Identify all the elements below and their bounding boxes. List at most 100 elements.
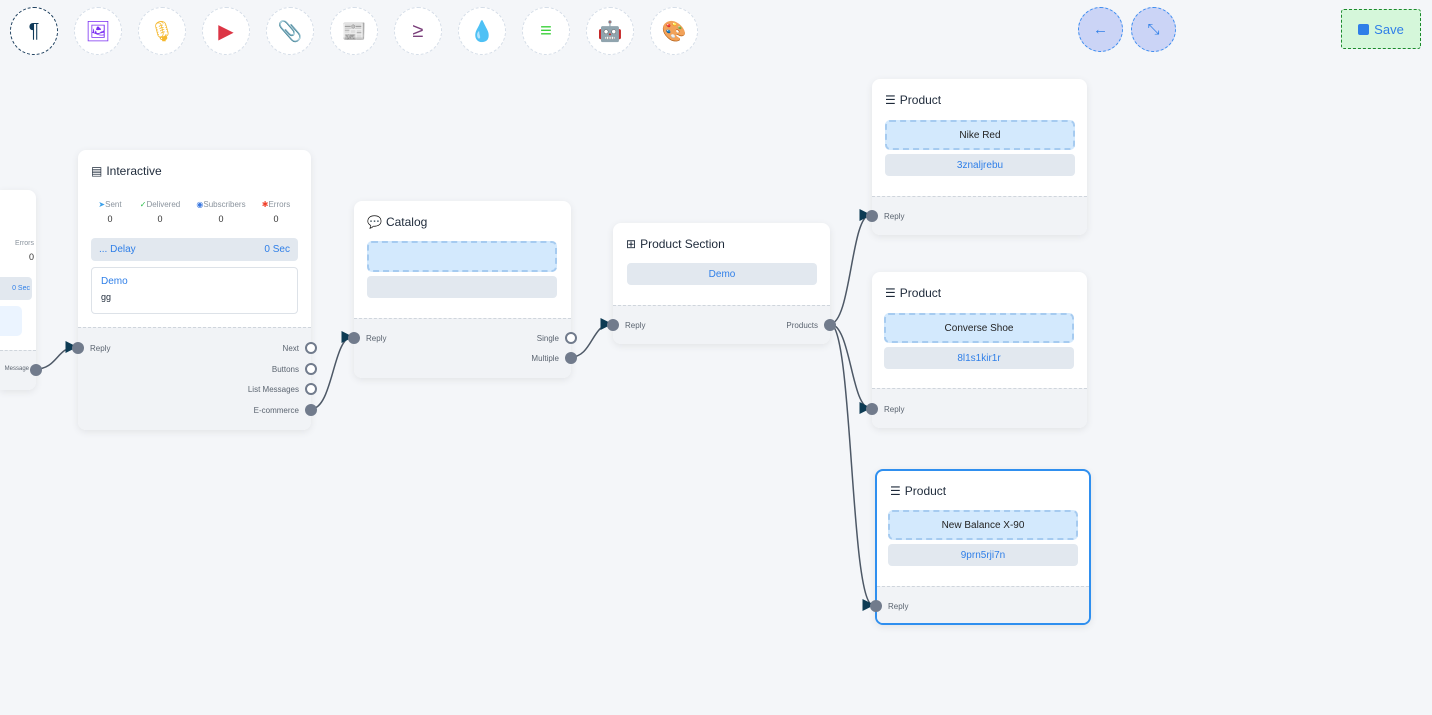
tool-button-paperclip[interactable]: 📎 <box>266 7 314 55</box>
node-title: ▤Interactive <box>91 164 162 178</box>
port-label: Multiple <box>531 354 559 363</box>
delay-bar[interactable]: 0 Sec <box>0 277 32 300</box>
message-box[interactable] <box>0 306 22 336</box>
edge-catalog-section <box>570 318 613 358</box>
port-label: List Messages <box>247 385 299 394</box>
tool-button-microphone[interactable]: 🎙 <box>138 7 186 55</box>
message-text: gg <box>101 292 112 302</box>
palette-icon: 🎨 <box>661 20 687 43</box>
tool-button-newspaper[interactable]: 📰 <box>330 7 378 55</box>
input-port[interactable] <box>607 319 619 331</box>
product-name[interactable]: Converse Shoe <box>884 313 1074 343</box>
arrow-left-icon: ← <box>1093 21 1108 38</box>
port-label: Reply <box>625 321 646 330</box>
collapse-button[interactable]: ⤡ <box>1131 7 1176 52</box>
message-box[interactable]: Demo gg <box>91 267 298 314</box>
input-port[interactable] <box>348 332 360 344</box>
node-footer: Reply <box>870 586 1089 623</box>
edge-section-product-3 <box>829 323 875 611</box>
tool-button-palette[interactable]: 🎨 <box>650 7 698 55</box>
output-port[interactable] <box>30 364 42 376</box>
node-footer: Reply <box>866 388 1087 428</box>
node-footer: Reply <box>866 196 1087 235</box>
node-product-selected[interactable]: ☰Product New Balance X-90 9prn5rji7n Rep… <box>870 469 1091 625</box>
bars-icon: ☰ <box>885 93 896 107</box>
droplet-icon: 💧 <box>469 20 495 43</box>
bars-icon: ☰ <box>885 286 896 300</box>
port-label: Message <box>4 366 29 372</box>
node-footer: Reply Products <box>607 305 836 344</box>
port-label: Reply <box>888 602 909 611</box>
output-port-buttons[interactable] <box>305 363 317 375</box>
youtube-icon: ▶ <box>218 20 234 43</box>
port-label: Next <box>282 344 299 353</box>
tool-button-stack-overflow[interactable]: ≡ <box>522 7 570 55</box>
image-icon: 🖼 <box>85 20 111 43</box>
paperclip-icon: 📎 <box>277 20 303 43</box>
message-title: Demo <box>101 276 128 287</box>
tool-button-greater-equal[interactable]: ≥ <box>394 7 442 55</box>
edge-partial-interactive <box>35 341 78 370</box>
node-footer: Message <box>0 350 42 390</box>
compress-icon: ⤡ <box>1147 21 1160 38</box>
edge-interactive-catalog <box>310 331 354 410</box>
tool-button-paragraph[interactable]: ¶ <box>10 7 58 55</box>
paragraph-icon: ¶ <box>28 19 40 42</box>
newspaper-icon: ▤ <box>91 164 103 178</box>
product-id[interactable]: 9prn5rji7n <box>888 544 1078 566</box>
node-title: 💬Catalog <box>367 215 428 229</box>
catalog-id[interactable] <box>367 276 557 298</box>
node-title: ⊞Product Section <box>626 237 725 251</box>
output-port-multiple[interactable] <box>565 352 577 364</box>
floppy-disk-icon <box>1358 23 1370 35</box>
robot-icon: 🤖 <box>597 20 623 43</box>
port-label: Reply <box>884 212 905 221</box>
output-port-ecommerce[interactable] <box>305 404 317 416</box>
save-button[interactable]: Save <box>1341 9 1421 49</box>
newspaper-icon: 📰 <box>341 20 367 43</box>
tool-button-droplet[interactable]: 💧 <box>458 7 506 55</box>
node-catalog[interactable]: 💬Catalog Reply Single Multiple <box>348 201 577 378</box>
node-title: ☰Product <box>885 286 942 300</box>
port-label: Reply <box>90 344 111 353</box>
product-id[interactable]: 8l1s1kir1r <box>884 347 1074 369</box>
product-name[interactable]: New Balance X-90 <box>888 510 1078 540</box>
input-port[interactable] <box>72 342 84 354</box>
section-name[interactable]: Demo <box>627 263 817 285</box>
comment-dots-icon: 💬 <box>367 215 382 229</box>
catalog-item[interactable] <box>367 241 557 272</box>
output-port-list-messages[interactable] <box>305 383 317 395</box>
output-port-next[interactable] <box>305 342 317 354</box>
bars-icon: ☰ <box>890 484 901 498</box>
tool-button-youtube[interactable]: ▶ <box>202 7 250 55</box>
input-port[interactable] <box>866 210 878 222</box>
node-footer: Reply Single Multiple <box>348 318 577 378</box>
port-label: Products <box>786 321 818 330</box>
product-name[interactable]: Nike Red <box>885 120 1075 150</box>
tool-button-robot[interactable]: 🤖 <box>586 7 634 55</box>
port-label: Reply <box>884 405 905 414</box>
product-id[interactable]: 3znaljrebu <box>885 154 1075 176</box>
tool-button-image[interactable]: 🖼 <box>74 7 122 55</box>
node-footer: Reply Next Buttons List Messages E-comme… <box>72 327 317 430</box>
node-product[interactable]: ☰Product Converse Shoe 8l1s1kir1r Reply <box>866 272 1087 428</box>
node-product-section[interactable]: ⊞Product Section Demo Reply Products <box>607 223 836 344</box>
greater-equal-icon: ≥ <box>412 19 424 42</box>
port-label: Buttons <box>271 365 299 374</box>
save-label: Save <box>1374 21 1404 37</box>
edge-section-product-1 <box>829 209 872 325</box>
input-port[interactable] <box>870 600 882 612</box>
output-port-products[interactable] <box>824 319 836 331</box>
input-port[interactable] <box>866 403 878 415</box>
back-button[interactable]: ← <box>1078 7 1123 52</box>
output-port-single[interactable] <box>565 332 577 344</box>
node-product[interactable]: ☰Product Nike Red 3znaljrebu Reply <box>866 79 1087 235</box>
